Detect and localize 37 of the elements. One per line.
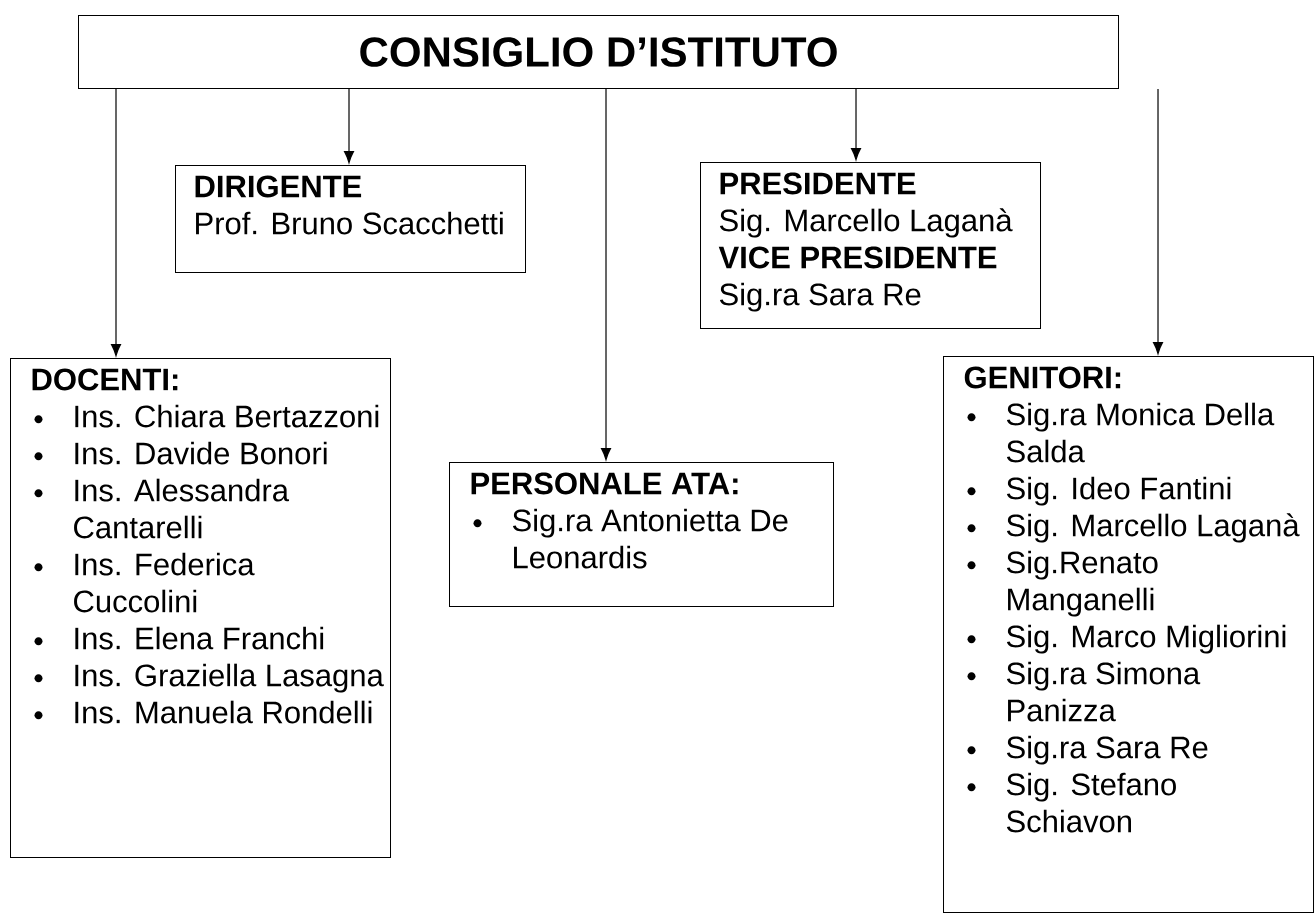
list-item: Ins. Chiara Bertazzoni [34,404,379,428]
title: CONSIGLIO D’ISTITUTO [360,37,837,67]
name-text: Sig. Marcello Laganà [719,208,1013,238]
arrow [1153,88,1164,355]
heading: DIRIGENTE [195,175,362,198]
heading: PERSONALE ATA: [471,472,738,495]
list-box [449,462,834,607]
name-text: Sig.ra Sara Re [719,282,921,312]
list-item: Sig.ra Simona Panizza [967,661,1201,722]
list-item: Sig. Marcello Laganà [967,513,1300,543]
list-item: Ins. Elena Franchi [34,626,324,650]
list-item: Sig. Marco Migliorini [967,624,1286,654]
arrow [601,88,612,461]
list-box [943,356,1314,913]
list-item: Ins. Davide Bonori [34,441,327,465]
title-box [78,15,1119,89]
list-item: Sig.ra Monica Della Salda [967,402,1275,463]
arrow [851,88,862,161]
list-item: Ins. Manuela Rondelli [34,700,372,724]
info-box [175,165,526,273]
list-item: Sig. Stefano Schiavon [967,772,1176,833]
heading: VICE PRESIDENTE [718,246,997,269]
name-text: Prof. Bruno Scacchetti [196,211,503,235]
list-item: Sig.ra Sara Re [967,735,1208,765]
list-item: Ins. Graziella Lasagna [34,663,384,693]
list-item: Sig. Ideo Fantini [967,476,1231,506]
info-box [700,162,1041,329]
list-item: Ins. Federica Cuccolini [34,552,255,613]
list-item: Sig.ra Antonietta De Leonardis [473,508,788,569]
heading: PRESIDENTE [720,172,916,195]
arrow [110,88,122,357]
heading: DOCENTI: [32,368,178,391]
list-box [10,358,391,858]
list-item: Ins. Alessandra Cantarelli [34,478,289,539]
list-item: Sig.Renato Manganelli [967,550,1158,617]
arrow [343,88,355,164]
heading: GENITORI: [964,366,1121,389]
